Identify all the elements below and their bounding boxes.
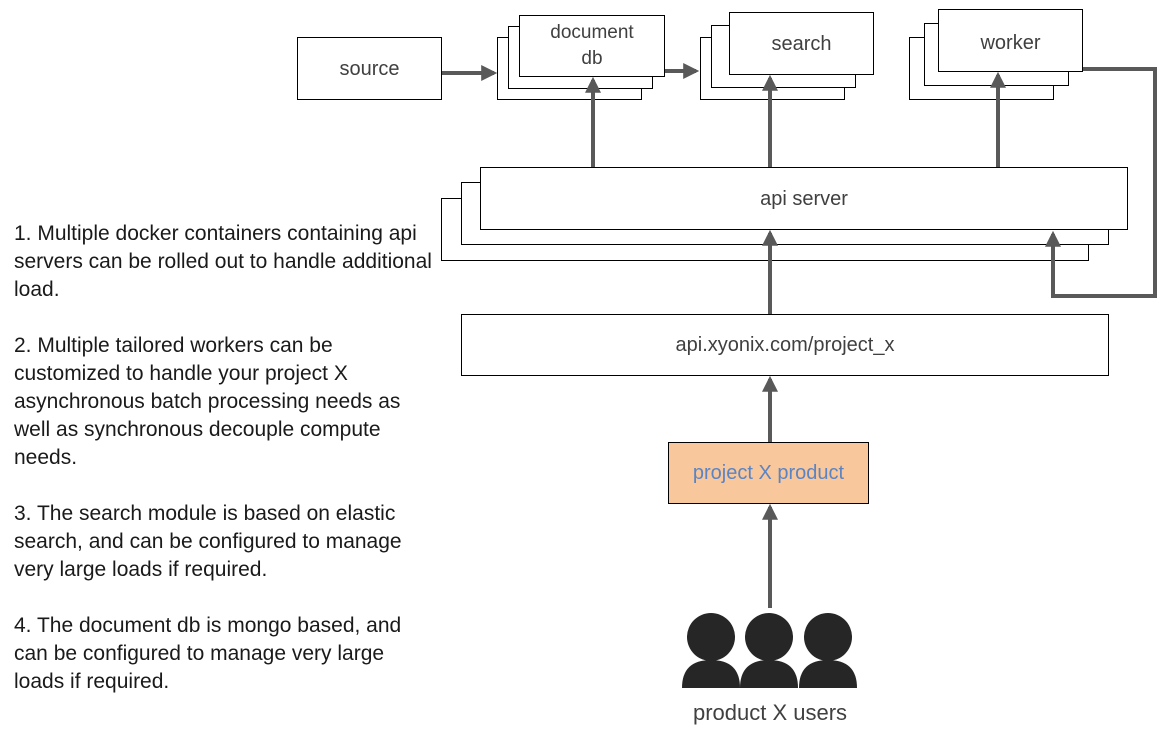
document-db-label: document db [550,22,634,69]
user-icon-right [799,613,857,688]
search-label: search [771,32,832,55]
api-server-label: api server [760,187,848,210]
note-1: 1. Multiple docker containers containing… [14,222,432,301]
search-node: search [729,12,874,75]
worker-node: worker [938,9,1083,72]
users-label: product X users [692,700,848,725]
notes-panel: 1. Multiple docker containers containing… [14,220,434,724]
user-icon-middle [740,613,798,688]
product-node: project X product [668,442,869,504]
note-3: 3. The search module is based on elastic… [14,502,402,581]
document-db-node: document db [519,15,665,77]
note-4: 4. The document db is mongo based, and c… [14,614,402,693]
worker-label: worker [980,32,1041,54]
users-icon [682,613,857,688]
user-icon-left [682,613,740,688]
source-node: source [297,37,442,100]
product-label: project X product [692,462,845,484]
gateway-label: api.xyonix.com/project_x [675,334,895,356]
arrow-worker-to-api [1045,67,1157,298]
api-server-node: api server [480,167,1128,230]
gateway-node: api.xyonix.com/project_x [461,314,1109,376]
source-label: source [339,57,400,80]
note-2: 2. Multiple tailored workers can be cust… [14,334,401,469]
